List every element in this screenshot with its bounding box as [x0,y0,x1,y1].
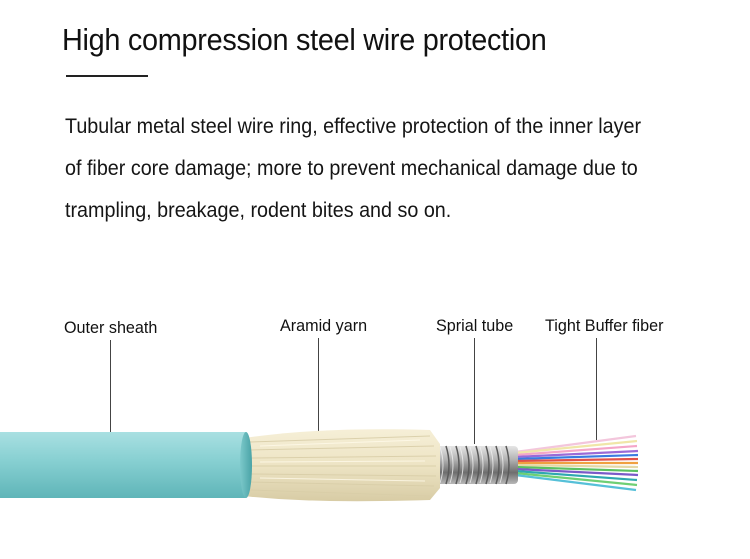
label-tight-buffer-fiber: Tight Buffer fiber [545,316,664,335]
leader-spiral-tube [474,338,475,444]
label-outer-sheath: Outer sheath [64,318,158,337]
leader-outer-sheath [110,340,111,432]
description-line: of fiber core damage; more to prevent me… [65,157,638,180]
spiral-tube [432,445,518,485]
outer-sheath [0,432,252,498]
cable-illustration [0,429,639,502]
leader-aramid-yarn [318,338,319,434]
description: Tubular metal steel wire ring, effective… [65,106,667,232]
aramid-yarn [244,429,440,502]
page-title: High compression steel wire protection [62,22,547,57]
leader-tight-buffer-fiber [596,338,597,440]
title-underline [66,75,148,77]
description-line: Tubular metal steel wire ring, effective… [65,115,642,138]
label-spiral-tube: Sprial tube [436,316,514,335]
tight-buffer-fibers [514,434,639,492]
label-aramid-yarn: Aramid yarn [280,316,368,335]
description-line: trampling, breakage, rodent bites and so… [65,199,452,222]
